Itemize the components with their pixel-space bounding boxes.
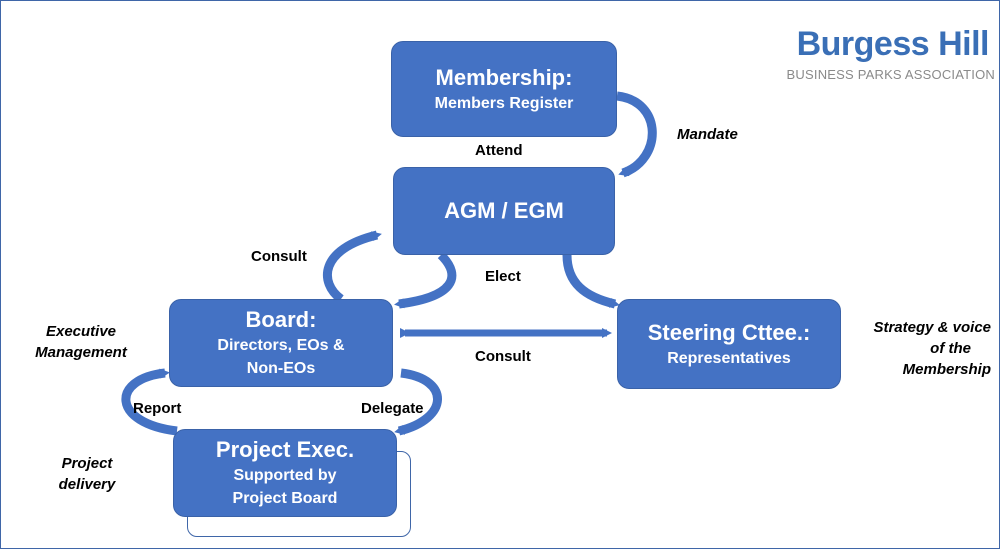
board-line2: Non-EOs <box>246 360 316 377</box>
executive-management-note: Executive Management <box>21 321 141 363</box>
elect-steering-arrow <box>562 254 620 309</box>
attend-label: Attend <box>475 142 523 159</box>
project-line1: Supported by <box>233 467 337 484</box>
logo-title: Burgess Hill <box>796 25 990 63</box>
project-title: Project Exec. <box>215 437 355 462</box>
steering-node: Steering Cttee.: Representatives <box>617 299 841 389</box>
strategy-note-line2: of the <box>930 340 971 357</box>
strategy-note-line3: Membership <box>902 361 991 378</box>
consult-left-label: Consult <box>251 248 307 265</box>
agm-title: AGM / EGM <box>444 198 564 223</box>
membership-subtitle: Members Register <box>434 94 574 112</box>
report-arrow <box>121 368 178 436</box>
membership-title: Membership: <box>435 64 573 90</box>
project-delivery-line2: delivery <box>58 476 116 493</box>
logo-subtitle: BUSINESS PARKS ASSOCIATION <box>786 67 995 82</box>
executive-note-line1: Executive <box>45 323 117 340</box>
consult-mid-label: Consult <box>475 348 531 365</box>
executive-note-line2: Management <box>35 344 127 361</box>
report-label: Report <box>133 400 182 417</box>
elect-board-arrow <box>394 251 457 309</box>
board-node: Board: Directors, EOs & Non-EOs <box>169 299 393 387</box>
board-line1: Directors, EOs & <box>217 337 345 354</box>
mandate-arrow <box>616 91 657 178</box>
membership-node: Membership: Members Register <box>391 41 617 137</box>
steering-title: Steering Cttee.: <box>647 319 811 345</box>
project-delivery-note: Project delivery <box>39 453 135 495</box>
mandate-label: Mandate <box>677 126 738 143</box>
board-title: Board: <box>245 307 317 332</box>
steering-subtitle: Representatives <box>667 349 791 367</box>
elect-label: Elect <box>485 268 521 285</box>
project-line2: Project Board <box>232 490 338 507</box>
project-node: Project Exec. Supported by Project Board <box>173 429 397 517</box>
project-delivery-line1: Project <box>61 455 113 472</box>
strategy-note-line1: Strategy & voice <box>873 319 991 336</box>
strategy-note: Strategy & voice of the Membership <box>851 317 991 380</box>
agm-node: AGM / EGM <box>393 167 615 255</box>
consult-up-arrow <box>322 230 382 303</box>
delegate-arrow <box>394 368 442 436</box>
delegate-label: Delegate <box>361 400 424 417</box>
